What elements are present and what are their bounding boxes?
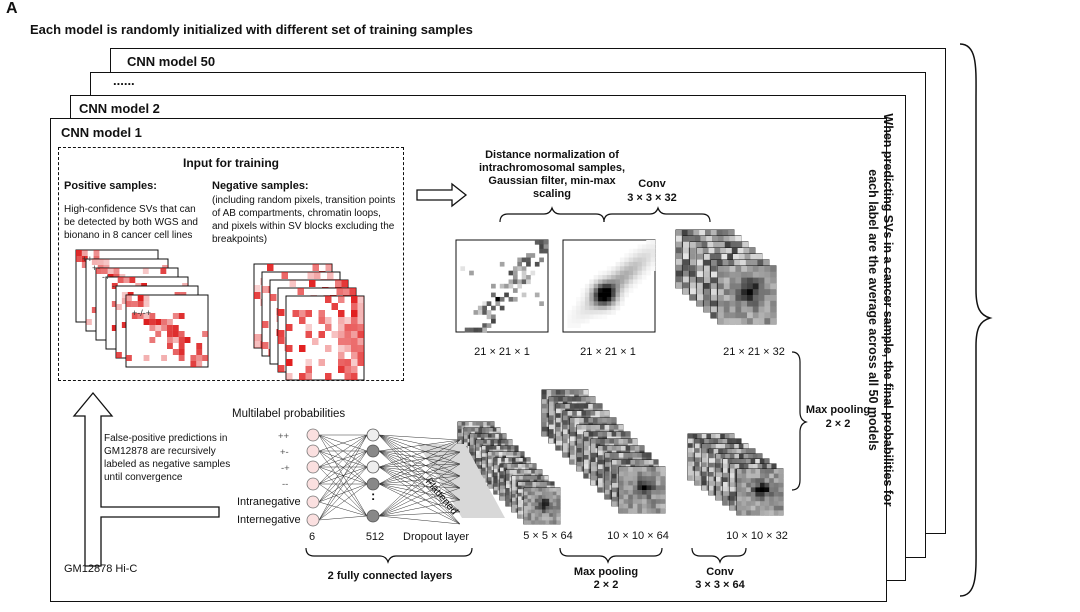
output-neuron (306, 513, 320, 527)
output-neuron (306, 495, 320, 509)
multilabel-title: Multilabel probabilities (232, 408, 346, 420)
dim-pool1: 10 × 10 × 32 (726, 530, 788, 542)
hidden-neuron (366, 428, 380, 442)
dense-label-5: Internegative (237, 514, 301, 526)
conv1-feature-stack (675, 229, 777, 325)
dim-conv1: 21 × 21 × 32 (723, 346, 785, 358)
dense-n-out: 6 (308, 531, 316, 543)
hidden-neuron (366, 460, 380, 474)
hidden-neuron (366, 477, 380, 491)
dropout-label: Dropout layer (403, 531, 470, 543)
right-brace (959, 43, 993, 597)
dense-label-4: Intranegative (237, 496, 301, 508)
maxpool1-label: Max pooling (805, 404, 871, 416)
maxpool2-size: 2 × 2 (593, 579, 619, 591)
pool2-feature-map (523, 487, 561, 525)
output-neuron (306, 460, 320, 474)
negative-desc: (including random pixels, transition poi… (212, 195, 396, 245)
output-neuron (306, 444, 320, 458)
output-neuron (306, 428, 320, 442)
sample-type-label: -+ (102, 272, 110, 282)
sample-type-label: -- (112, 281, 118, 291)
conv1-brace (603, 206, 711, 223)
input-heatmap (455, 239, 549, 333)
fc-label: 2 fully connected layers (327, 570, 453, 582)
conv1-feature-map (717, 265, 777, 325)
positive-sample-stack: +++--+-- +-/-+ (75, 249, 209, 368)
input-to-pipeline-arrow (416, 182, 468, 208)
sample-type-label: +- (92, 263, 100, 273)
conv1-label: Conv (638, 178, 666, 190)
maxpool1-size: 2 × 2 (825, 418, 851, 430)
dense-label-2: -+ (281, 463, 290, 474)
conv1-size: 3 × 3 × 32 (627, 192, 677, 204)
sample-type-label: ++ (82, 254, 93, 264)
maxpool2-brace (559, 547, 663, 564)
hidden-neuron (366, 444, 380, 458)
positive-desc: High-confidence SVs that can be detected… (64, 204, 198, 241)
sample-type-label: +-/-+ (132, 308, 151, 318)
dense-label-1: +- (280, 447, 289, 458)
dim-filtered: 21 × 21 × 1 (580, 346, 636, 358)
conv2-brace (691, 547, 747, 564)
figure-header: Each model is randomly initialized with … (30, 22, 473, 37)
input-title: Input for training (183, 156, 279, 170)
positive-sample-map (125, 294, 209, 368)
filtered-heatmap-map (562, 239, 656, 333)
panel-label: A (6, 0, 18, 17)
dim-input: 21 × 21 × 1 (474, 346, 530, 358)
flatten-arrow (418, 444, 505, 518)
feedback-arrow-outline (72, 391, 220, 567)
hidden-neuron (366, 509, 380, 523)
pool2-feature-stack (541, 389, 666, 514)
negative-sample-stack (253, 263, 365, 381)
feedback-source: GM12878 Hi-C (64, 563, 138, 575)
conv2-size: 3 × 3 × 64 (695, 579, 745, 591)
dense-network (306, 428, 461, 527)
fc-brace (305, 547, 473, 564)
model-card-ellipsis: ...... (113, 73, 135, 88)
dense-hidden-dots: : (371, 488, 376, 503)
conv2-label: Conv (706, 566, 734, 578)
dim-pool2: 5 × 5 × 64 (523, 530, 573, 542)
pool1-feature-map (736, 468, 784, 516)
dense-label-3: -- (282, 479, 289, 490)
input-heatmap-map (455, 239, 549, 333)
positive-title: Positive samples: (64, 180, 157, 192)
conv2-feature-stack (687, 433, 784, 516)
feedback-text: False-positive predictions in GM12878 ar… (104, 433, 231, 483)
preprocess-label: Distance normalization of intrachromosom… (478, 149, 626, 200)
conv2-feature-map (618, 466, 666, 514)
filtered-heatmap (562, 239, 656, 333)
model-card-50-title: CNN model 50 (127, 54, 216, 69)
dense-label-0: ++ (278, 431, 290, 442)
maxpool1-brace (791, 351, 808, 491)
model-card-2-title: CNN model 2 (79, 101, 160, 116)
dim-conv2: 10 × 10 × 64 (607, 530, 669, 542)
model-card-1-title: CNN model 1 (61, 125, 142, 140)
dense-n-hidden: 512 (365, 531, 385, 543)
maxpool2-label: Max pooling (573, 566, 639, 578)
negative-title: Negative samples: (212, 180, 309, 192)
input-box (58, 147, 404, 381)
negative-sample-map (285, 295, 365, 381)
preprocess-brace (499, 206, 605, 223)
output-neuron (306, 477, 320, 491)
